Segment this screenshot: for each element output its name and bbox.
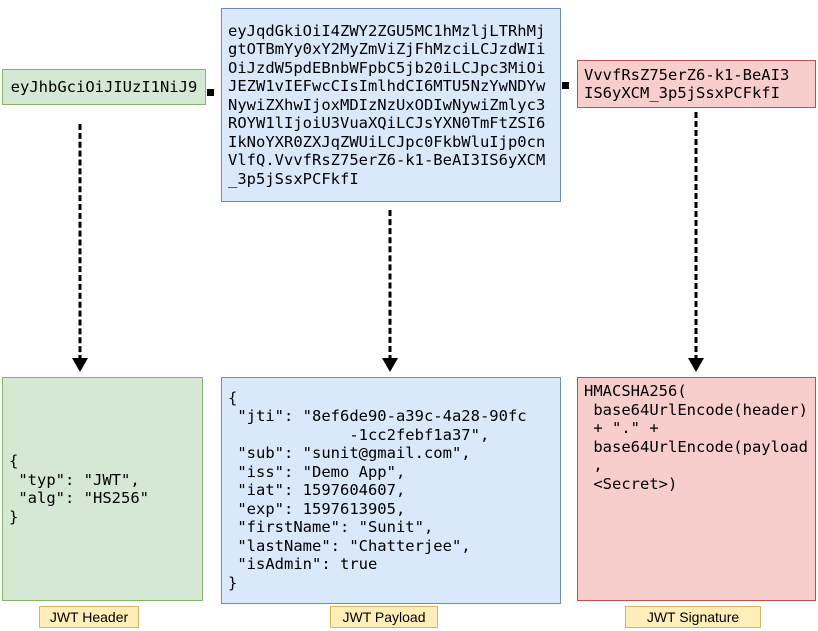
arrow-shaft — [694, 112, 698, 361]
decoded-signature-box: HMACSHA256( base64UrlEncode(header) + ".… — [577, 377, 816, 601]
arrow-down-payload-icon — [382, 210, 398, 372]
encoded-signature-box: VvvfRsZ75erZ6-k1-BeAI3 IS6yXCM_3p5jSsxPC… — [577, 60, 816, 108]
decoded-payload-box: { "jti": "8ef6de90-a39c-4a28-90fc -1cc2f… — [221, 377, 561, 604]
label-jwt-payload-text: JWT Payload — [342, 609, 426, 625]
arrow-shaft — [388, 210, 392, 361]
decoded-header-box: { "typ": "JWT", "alg": "HS256" } — [2, 377, 203, 601]
label-jwt-signature: JWT Signature — [625, 606, 761, 628]
arrow-head — [688, 358, 704, 372]
encoded-signature-text: VvvfRsZ75erZ6-k1-BeAI3 IS6yXCM_3p5jSsxPC… — [584, 65, 790, 103]
encoded-payload-text: eyJqdGkiOiI4ZWY2ZGU5MC1hMzljLTRhMj gtOTB… — [228, 21, 546, 188]
arrow-head — [72, 358, 88, 372]
dot-separator-icon — [207, 89, 214, 96]
label-jwt-header: JWT Header — [39, 606, 139, 628]
encoded-header-box: eyJhbGciOiJIUzI1NiJ9 — [2, 69, 206, 105]
label-jwt-header-text: JWT Header — [49, 609, 129, 625]
label-jwt-signature-text: JWT Signature — [646, 609, 740, 625]
encoded-payload-box: eyJqdGkiOiI4ZWY2ZGU5MC1hMzljLTRhMj gtOTB… — [221, 8, 561, 202]
arrow-head — [382, 358, 398, 372]
arrow-down-header-icon — [72, 124, 88, 372]
arrow-down-signature-icon — [688, 112, 704, 372]
label-jwt-payload: JWT Payload — [330, 606, 438, 628]
encoded-header-text: eyJhbGciOiJIUzI1NiJ9 — [10, 77, 198, 96]
decoded-payload-json: { "jti": "8ef6de90-a39c-4a28-90fc -1cc2f… — [228, 388, 527, 592]
dot-separator-icon — [562, 82, 569, 89]
decoded-header-json: { "typ": "JWT", "alg": "HS256" } — [9, 452, 149, 526]
decoded-signature-formula: HMACSHA256( base64UrlEncode(header) + ".… — [584, 382, 808, 493]
arrow-shaft — [78, 124, 82, 361]
